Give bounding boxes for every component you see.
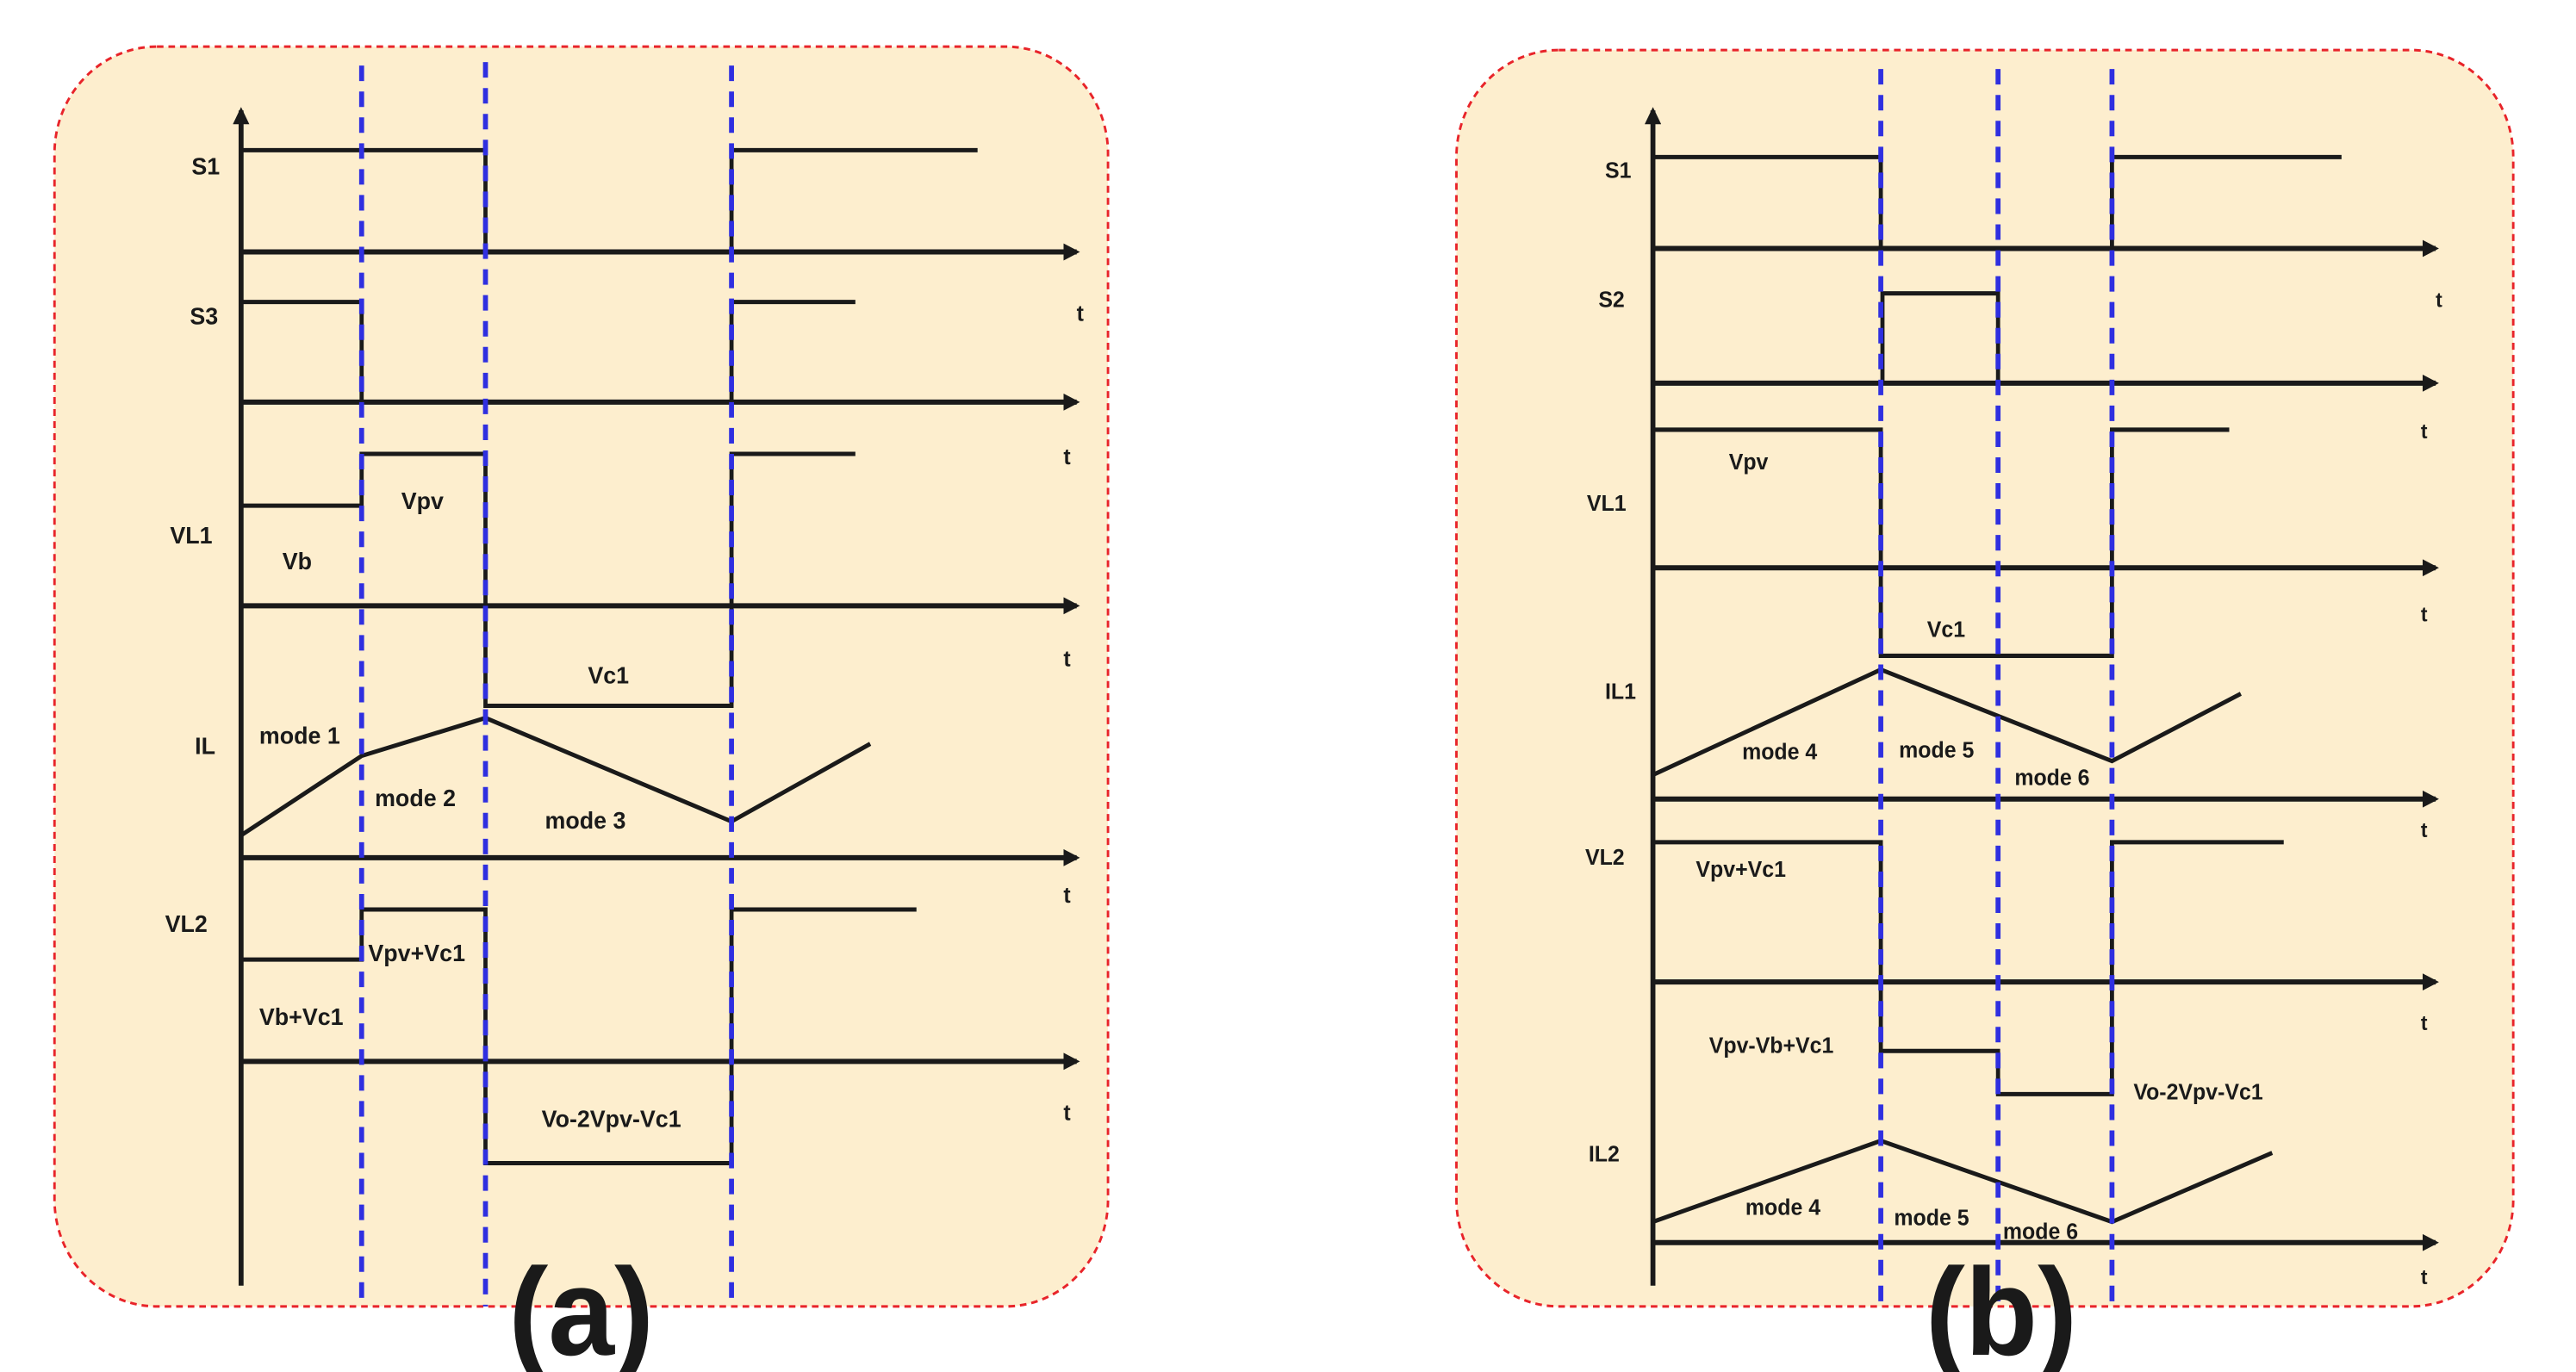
- annotation-vpv: Vpv: [1729, 450, 1769, 475]
- s2-waveform: [1652, 291, 2436, 386]
- signal-label-s3: S3: [190, 302, 218, 330]
- panel-b-waveforms: [1652, 154, 2436, 1225]
- annotation-mode-5: mode 5: [1899, 738, 1974, 763]
- signal-label-il: IL: [195, 732, 215, 760]
- time-label: t: [2421, 419, 2428, 443]
- time-label: t: [1063, 1101, 1071, 1126]
- annotation-mode-6: mode 6: [2014, 766, 2089, 791]
- panel-b-signal-labels: S1 S2 VL1 IL1 VL2 IL2: [1585, 158, 1636, 1167]
- signal-label-s1: S1: [1605, 158, 1631, 183]
- time-label: t: [1063, 883, 1071, 908]
- panel-b-background: [1455, 48, 2515, 1308]
- panel-a-background: [53, 45, 1110, 1308]
- il1-waveform: [1652, 667, 2242, 777]
- annotation-vpv-vc1: Vpv+Vc1: [1696, 857, 1786, 882]
- time-label: t: [1063, 445, 1071, 470]
- annotation-vc1: Vc1: [1927, 618, 1965, 643]
- panel-a-annotations: Vb Vpv Vc1 mode 1 mode 2 mode 3 Vb+Vc1 V…: [259, 487, 681, 1133]
- panel-a-time-labels: t t t t t: [1063, 301, 1084, 1125]
- signal-label-s2: S2: [1598, 288, 1624, 313]
- signal-label-vl2: VL2: [1585, 845, 1625, 870]
- annotation-mode-6-il2: mode 6: [2003, 1220, 2078, 1245]
- annotation-vc1: Vc1: [588, 661, 629, 689]
- signal-label-vl2: VL2: [165, 909, 208, 937]
- s1-waveform: [1652, 154, 2342, 251]
- time-label: t: [1063, 647, 1071, 672]
- annotation-mode-4: mode 4: [1742, 740, 1818, 765]
- panel-a-mode-dividers: [358, 62, 734, 1307]
- annotation-vo-expression: Vo-2Vpv-Vc1: [542, 1105, 681, 1133]
- il2-waveform: [1652, 1138, 2274, 1225]
- time-label: t: [2421, 818, 2428, 841]
- panel-a: S1 S3 VL1 IL VL2 t t t t t Vb Vpv Vc1 mo…: [53, 45, 1110, 1372]
- panel-b-time-labels: t t t t t t: [2421, 289, 2442, 1288]
- vl1-waveform: [1652, 427, 2230, 658]
- signal-label-il2: IL2: [1589, 1142, 1620, 1167]
- annotation-vpv: Vpv: [401, 487, 445, 515]
- time-label: t: [2421, 603, 2428, 626]
- time-label: t: [2436, 289, 2442, 312]
- annotation-mode-4-il2: mode 4: [1745, 1195, 1821, 1220]
- panel-a-signal-labels: S1 S3 VL1 IL VL2: [165, 152, 220, 937]
- annotation-vo-expression: Vo-2Vpv-Vc1: [2133, 1080, 2262, 1105]
- signal-label-il1: IL1: [1605, 680, 1636, 705]
- panel-a-caption: (a): [508, 1242, 654, 1372]
- time-label: t: [2421, 1265, 2428, 1288]
- annotation-vb: Vb: [283, 548, 312, 575]
- time-label: t: [2421, 1012, 2428, 1035]
- annotation-vpv-vc1: Vpv+Vc1: [368, 940, 465, 967]
- time-label: t: [1077, 301, 1085, 326]
- panel-b: S1 S2 VL1 IL1 VL2 IL2 t t t t t t Vpv Vc…: [1455, 48, 2515, 1372]
- annotation-mode-1: mode 1: [259, 722, 340, 749]
- signal-label-s1: S1: [191, 152, 220, 180]
- signal-label-vl1: VL1: [170, 522, 212, 549]
- annotation-mode-2: mode 2: [375, 784, 456, 811]
- s1-waveform: [240, 147, 978, 255]
- panel-b-annotations: Vpv Vc1 mode 4 mode 5 mode 6 Vpv+Vc1 Vpv…: [1696, 450, 2262, 1245]
- panel-b-caption: (b): [1926, 1242, 2077, 1372]
- s3-waveform: [240, 300, 856, 405]
- annotation-vpv-vb-vc1: Vpv-Vb+Vc1: [1709, 1034, 1834, 1058]
- annotation-mode-3: mode 3: [545, 806, 626, 834]
- annotation-vb-vc1: Vb+Vc1: [259, 1003, 344, 1031]
- signal-label-vl1: VL1: [1587, 492, 1627, 517]
- annotation-mode-5-il2: mode 5: [1894, 1206, 1969, 1231]
